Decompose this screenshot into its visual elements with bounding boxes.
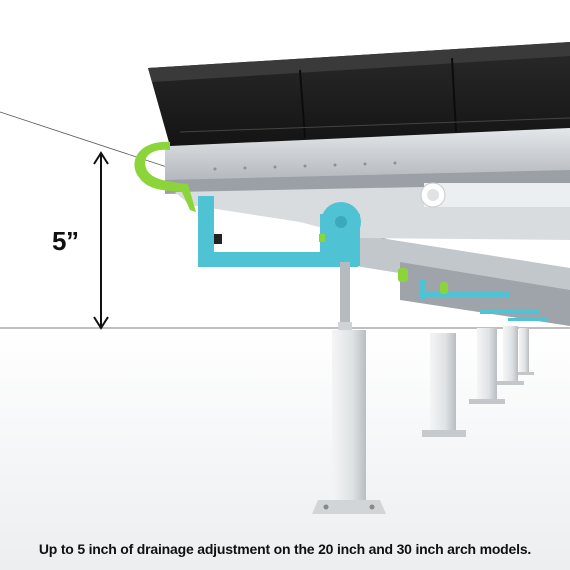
bracket-screw: [319, 234, 325, 242]
leg-far-2: [497, 326, 524, 385]
black-tray: [148, 42, 570, 146]
leg-far-1: [469, 328, 505, 404]
cross-pipe: [420, 182, 570, 208]
front-leg: [312, 262, 386, 514]
cyan-bracket: [198, 196, 361, 267]
dimension-label: 5”: [52, 226, 79, 256]
leg-far-3: [514, 328, 534, 375]
green-handle: [134, 141, 196, 212]
caption: Up to 5 inch of drainage adjustment on t…: [38, 541, 532, 557]
dimension-arrow: [93, 151, 109, 330]
floor: [0, 328, 570, 570]
leg-mid: [422, 333, 466, 437]
